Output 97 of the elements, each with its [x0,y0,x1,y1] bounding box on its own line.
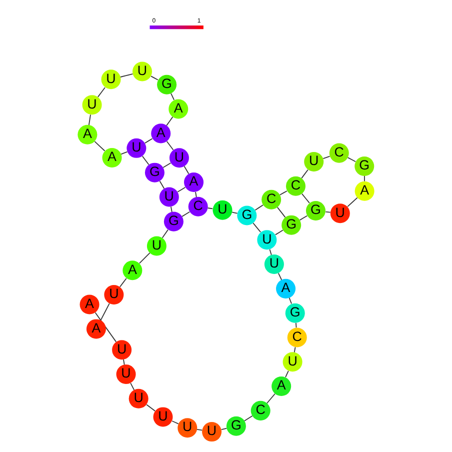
node-circle: A [354,180,374,200]
connector [94,312,117,342]
node-circle: U [330,203,350,223]
connector [184,165,190,174]
node-circle: G [306,200,326,220]
node-circle: A [86,318,106,338]
connector [299,214,308,220]
connector [295,322,297,328]
connector [269,248,272,255]
node-circle: C [188,196,208,216]
node-circle: G [282,214,302,234]
connector [302,192,310,203]
connector [123,358,125,364]
node-circle: G [164,211,184,231]
connector [347,156,356,162]
connector [166,116,174,126]
node-circle: A [78,124,98,144]
connector [294,346,296,352]
connector [278,272,282,280]
connector [142,155,150,165]
node-circle: U [116,364,136,384]
connector [130,382,135,390]
node-circle: C [287,327,307,347]
connector [159,180,165,189]
connector [172,420,179,424]
connector [301,168,308,178]
node-circle: U [146,236,166,256]
node-circle: U [112,340,132,360]
connector [254,204,264,210]
node-circle: A [168,98,188,118]
connector [266,392,276,404]
node-circle: G [226,416,246,436]
node-circle: G [237,205,257,225]
connector [279,190,288,195]
node-circle: U [257,230,277,250]
node-circle: U [264,254,284,274]
node-circle: U [202,422,222,442]
node-circle: U [282,352,302,372]
connector [244,414,253,421]
node-circle: U [212,200,232,220]
connector [100,302,110,320]
connector [195,191,197,197]
node-circle: U [178,418,198,438]
connector [162,162,172,168]
node-circle: U [132,61,152,81]
node-circle: A [272,376,292,396]
connector [252,222,262,232]
node-circle: G [285,302,305,322]
node-circle: A [276,278,296,298]
connector [120,72,134,77]
node-circle: C [262,189,282,209]
node-circle: A [80,294,100,314]
connector [182,210,190,216]
node-circle: U [153,406,173,426]
node-circle: U [104,284,124,304]
node-circle: U [128,388,148,408]
node-circle: C [329,142,349,162]
connector [276,206,286,218]
node-circle: U [101,69,121,89]
connector [146,404,156,411]
connector [275,229,284,235]
node-circle: C [286,176,306,196]
connector [285,370,289,378]
node-circle: U [159,186,179,206]
node-circle: A [102,147,122,167]
connector [220,427,228,430]
connector [196,428,203,430]
connector [97,86,106,97]
connector [325,210,331,212]
node-circle: G [157,74,177,94]
connector [170,206,172,212]
connector [166,140,174,150]
node-circle: G [144,162,164,182]
connector [88,114,91,125]
node-circle: U [304,151,324,171]
connector [144,138,153,144]
connector [364,175,365,182]
connector [232,211,238,214]
node-circle: G [354,156,374,176]
connector [322,155,330,158]
connector [170,92,175,100]
connector [162,228,168,238]
node-circle: A [122,260,142,280]
node-circle: U [126,138,146,158]
connector [120,150,128,154]
node-circle: U [82,94,102,114]
connector [347,196,358,206]
connector [177,186,186,192]
connector [288,296,292,304]
connector [138,252,150,264]
node-circle: C [250,400,270,420]
connector [150,75,158,80]
node-circle: U [169,148,189,168]
connector [119,277,127,287]
connector [94,140,106,151]
node-circle: A [151,123,171,143]
node-circle: A [184,172,204,192]
